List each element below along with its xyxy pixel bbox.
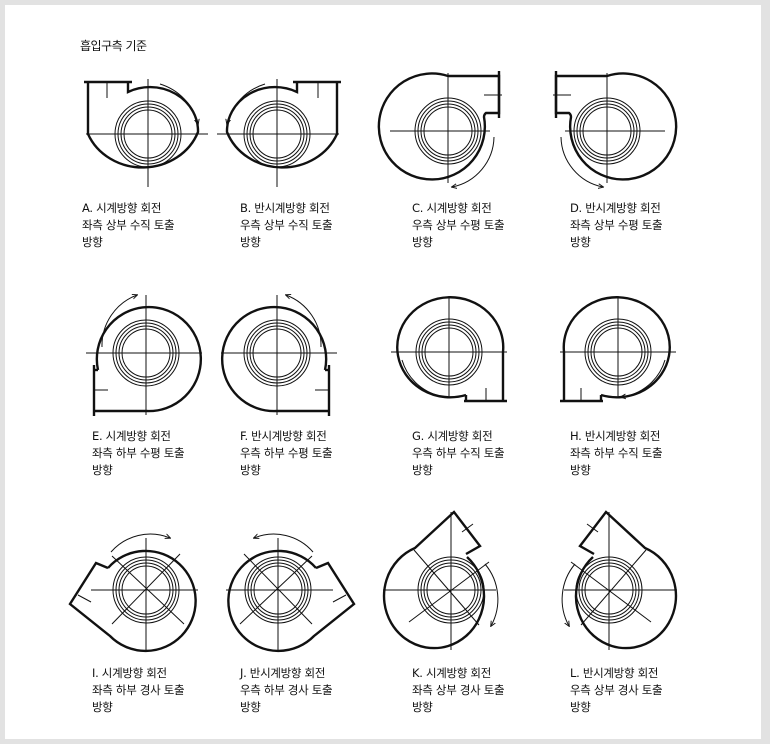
fan-label-i: I. 시계방향 회전 좌측 하부 경사 토출 방향 [92,666,185,714]
fan-label-g: G. 시계방향 회전 우측 하부 수직 토출 방향 [412,429,505,477]
page-title: 흡입구측 기준 [80,39,147,53]
fan-label-e: E. 시계방향 회전 좌측 하부 수평 토출 방향 [92,429,185,477]
fan-label-l: L. 반시계방향 회전 우측 상부 경사 토출 방향 [570,666,663,714]
fan-label-c: C. 시계방향 회전 우측 상부 수평 토출 방향 [412,201,505,249]
fan-label-h: H. 반시계방향 회전 좌측 하부 수직 토출 방향 [570,429,663,477]
fan-label-j: J. 반시계방향 회전 우측 하부 경사 토출 방향 [240,666,333,714]
fan-label-b: B. 반시계방향 회전 우측 상부 수직 토출 방향 [240,201,333,249]
fan-label-d: D. 반시계방향 회전 좌측 상부 수평 토출 방향 [570,201,663,249]
fan-label-a: A. 시계방향 회전 좌측 상부 수직 토출 방향 [82,201,175,249]
fan-label-f: F. 반시계방향 회전 우측 하부 수평 토출 방향 [240,429,333,477]
fan-label-k: K. 시계방향 회전 좌측 상부 경사 토출 방향 [412,666,505,714]
